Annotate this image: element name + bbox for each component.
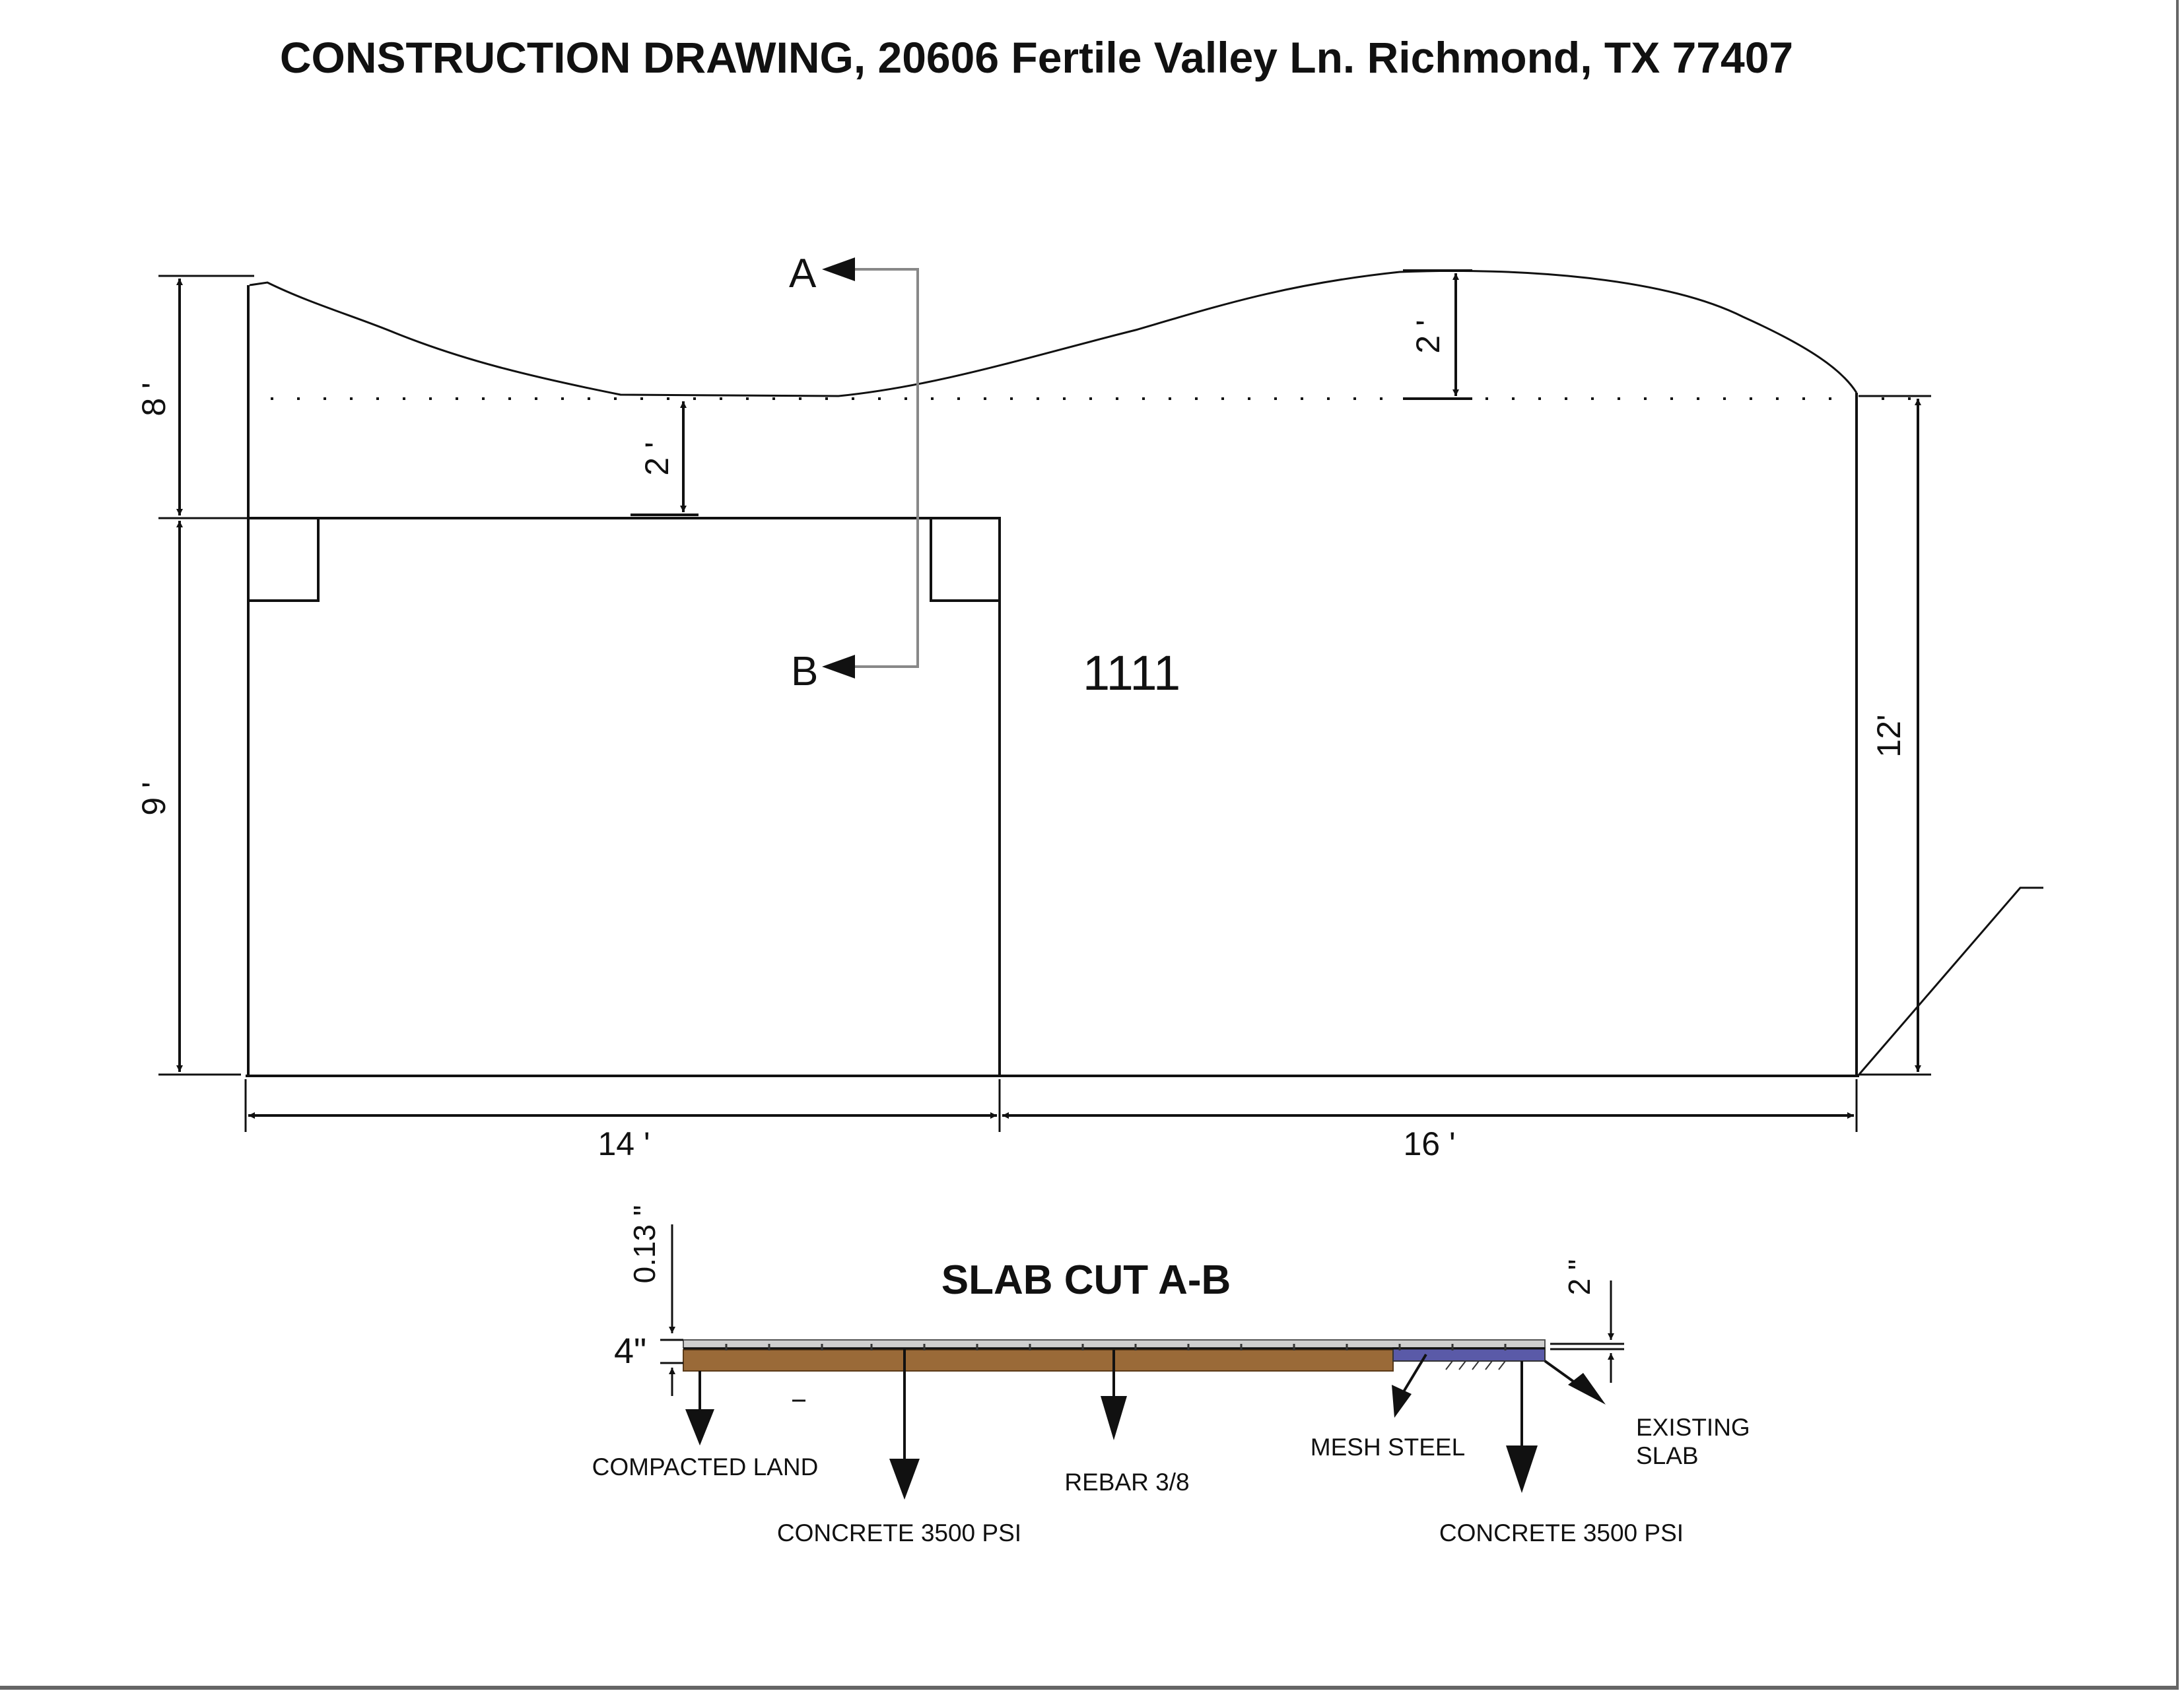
left-notch	[247, 517, 320, 602]
curved-top-edge	[249, 269, 1858, 397]
label-compacted-land: COMPACTED LAND	[592, 1453, 819, 1480]
slab-cut-title: SLAB CUT A-B	[941, 1257, 1231, 1303]
label-rebar: REBAR 3/8	[1064, 1469, 1189, 1496]
label-concrete-right: CONCRETE 3500 PSI	[1439, 1519, 1684, 1546]
section-cut-line	[852, 268, 919, 668]
callout-existing-slab	[1544, 1360, 1606, 1405]
dim-bottom-left: 14 '	[597, 1125, 650, 1162]
drawing-title: CONSTRUCTION DRAWING, 20606 Fertile Vall…	[280, 33, 1793, 82]
dim-existing-slab: 2 "	[1562, 1259, 1596, 1296]
slab-top-surface	[683, 1339, 1546, 1348]
arrow-a	[822, 257, 855, 281]
room-number: 1111	[1083, 646, 1180, 700]
dim-slab-thickness: 4"	[614, 1331, 646, 1371]
dim-dip: 2 '	[638, 442, 675, 475]
dim-left-top: 8 '	[135, 382, 172, 416]
rebar-ticks	[725, 1344, 1507, 1350]
callout-mesh-steel	[1392, 1353, 1427, 1418]
plan-view: A B 1111	[246, 251, 2043, 1077]
label-existing-slab-line1: EXISTING	[1636, 1414, 1750, 1441]
concrete-layer	[683, 1349, 1394, 1372]
leader-line	[1857, 886, 2043, 1077]
left-room-outline	[247, 517, 1001, 1077]
callout-concrete-right	[1506, 1361, 1538, 1493]
dimensions: 8 ' 9 ' 2 ' 2 ' 12' 14 ' 16 '	[135, 273, 1931, 1162]
label-concrete-left: CONCRETE 3500 PSI	[777, 1519, 1021, 1546]
section-marker-a: A	[789, 251, 817, 296]
arrow-b	[822, 655, 855, 679]
dim-left-bottom: 9 '	[135, 781, 172, 815]
callout-concrete-left	[889, 1348, 920, 1500]
right-notch	[930, 517, 1001, 602]
callout-rebar	[1101, 1350, 1127, 1440]
mesh-hatch	[1445, 1360, 1506, 1370]
label-existing-slab-line2: SLAB	[1636, 1442, 1699, 1469]
dim-right: 12'	[1870, 714, 1907, 757]
label-mesh-steel: MESH STEEL	[1311, 1434, 1465, 1461]
existing-slab-layer	[1392, 1347, 1546, 1362]
dim-top-thickness: 0.13 "	[627, 1205, 662, 1284]
section-marker-b: B	[791, 649, 818, 694]
slab-cut-section: SLAB CUT A-B 0.13 " 4"	[592, 1205, 1750, 1546]
dim-peak: 2 '	[1410, 319, 1447, 353]
dim-bottom-right: 16 '	[1403, 1125, 1455, 1162]
callout-compacted-land	[685, 1371, 714, 1446]
